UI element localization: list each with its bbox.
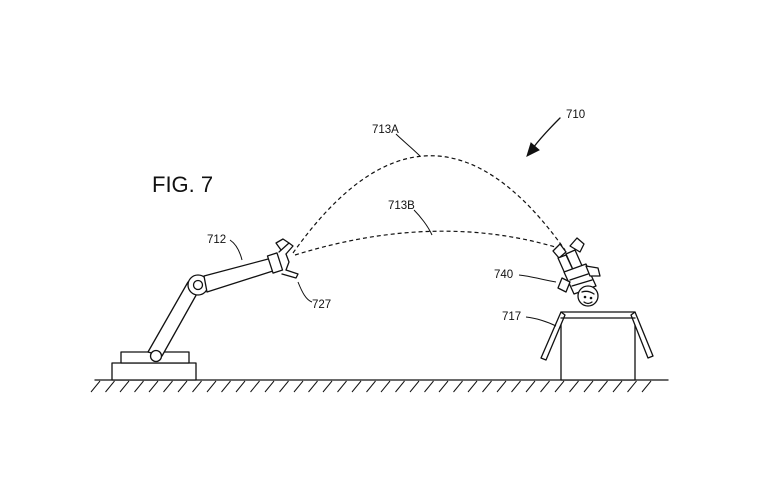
hatch-mark xyxy=(177,380,188,393)
end-effector xyxy=(275,238,299,279)
leader-713a xyxy=(395,133,421,157)
hatch-mark xyxy=(105,380,115,393)
leader-727 xyxy=(297,281,313,303)
hatch-mark xyxy=(641,380,652,393)
hatch-mark xyxy=(148,380,159,393)
hatch-mark xyxy=(598,380,608,393)
leader-740 xyxy=(518,274,557,283)
hatch-mark xyxy=(250,380,260,393)
hatch-mark xyxy=(337,380,347,393)
leader-717 xyxy=(525,316,557,327)
label-717: 717 xyxy=(502,311,521,323)
hatch-mark xyxy=(279,380,289,393)
hatch-mark xyxy=(453,380,463,393)
label-727: 727 xyxy=(312,299,331,311)
leader-713b xyxy=(413,209,433,236)
hatch-mark xyxy=(351,380,362,393)
hatch-mark xyxy=(235,380,246,393)
hatch-mark xyxy=(424,380,434,393)
hatch-mark xyxy=(221,380,231,393)
ground xyxy=(90,379,669,393)
hatch-mark xyxy=(612,380,623,393)
label-710: 710 xyxy=(566,109,585,121)
system-arrow xyxy=(526,117,561,157)
leader-712 xyxy=(229,239,243,261)
item-figure xyxy=(552,237,601,307)
hatch-mark xyxy=(569,380,579,393)
label-712: 712 xyxy=(207,234,226,246)
figure-title: FIG. 7 xyxy=(152,172,213,197)
hatch-mark xyxy=(90,380,101,393)
hatch-mark xyxy=(409,380,420,393)
hatch-mark xyxy=(264,380,275,393)
label-713b: 713B xyxy=(388,200,415,212)
hatch-mark xyxy=(366,380,376,393)
hatch-mark xyxy=(583,380,594,393)
hatch-mark xyxy=(467,380,478,393)
hatch-mark xyxy=(134,380,144,393)
trajectory-713a xyxy=(292,155,566,254)
hatch-mark xyxy=(293,380,304,393)
hatch-mark xyxy=(511,380,521,393)
hatch-mark xyxy=(525,380,536,393)
label-740: 740 xyxy=(494,269,513,281)
hatch-mark xyxy=(627,380,637,393)
hatch-mark xyxy=(540,380,550,393)
hatch-mark xyxy=(192,380,202,393)
hatch-mark xyxy=(119,380,130,393)
robot-arm xyxy=(111,252,284,381)
ground-hatching xyxy=(90,380,652,393)
hatch-mark xyxy=(554,380,565,393)
trajectory-713b xyxy=(294,230,566,256)
hatch-mark xyxy=(380,380,391,393)
container xyxy=(540,311,654,381)
hatch-mark xyxy=(496,380,507,393)
label-713a: 713A xyxy=(372,124,399,136)
hatch-mark xyxy=(482,380,492,393)
hatch-mark xyxy=(395,380,405,393)
hatch-mark xyxy=(438,380,449,393)
hatch-mark xyxy=(308,380,318,393)
hatch-mark xyxy=(163,380,173,393)
hatch-mark xyxy=(322,380,333,393)
hatch-mark xyxy=(206,380,217,393)
